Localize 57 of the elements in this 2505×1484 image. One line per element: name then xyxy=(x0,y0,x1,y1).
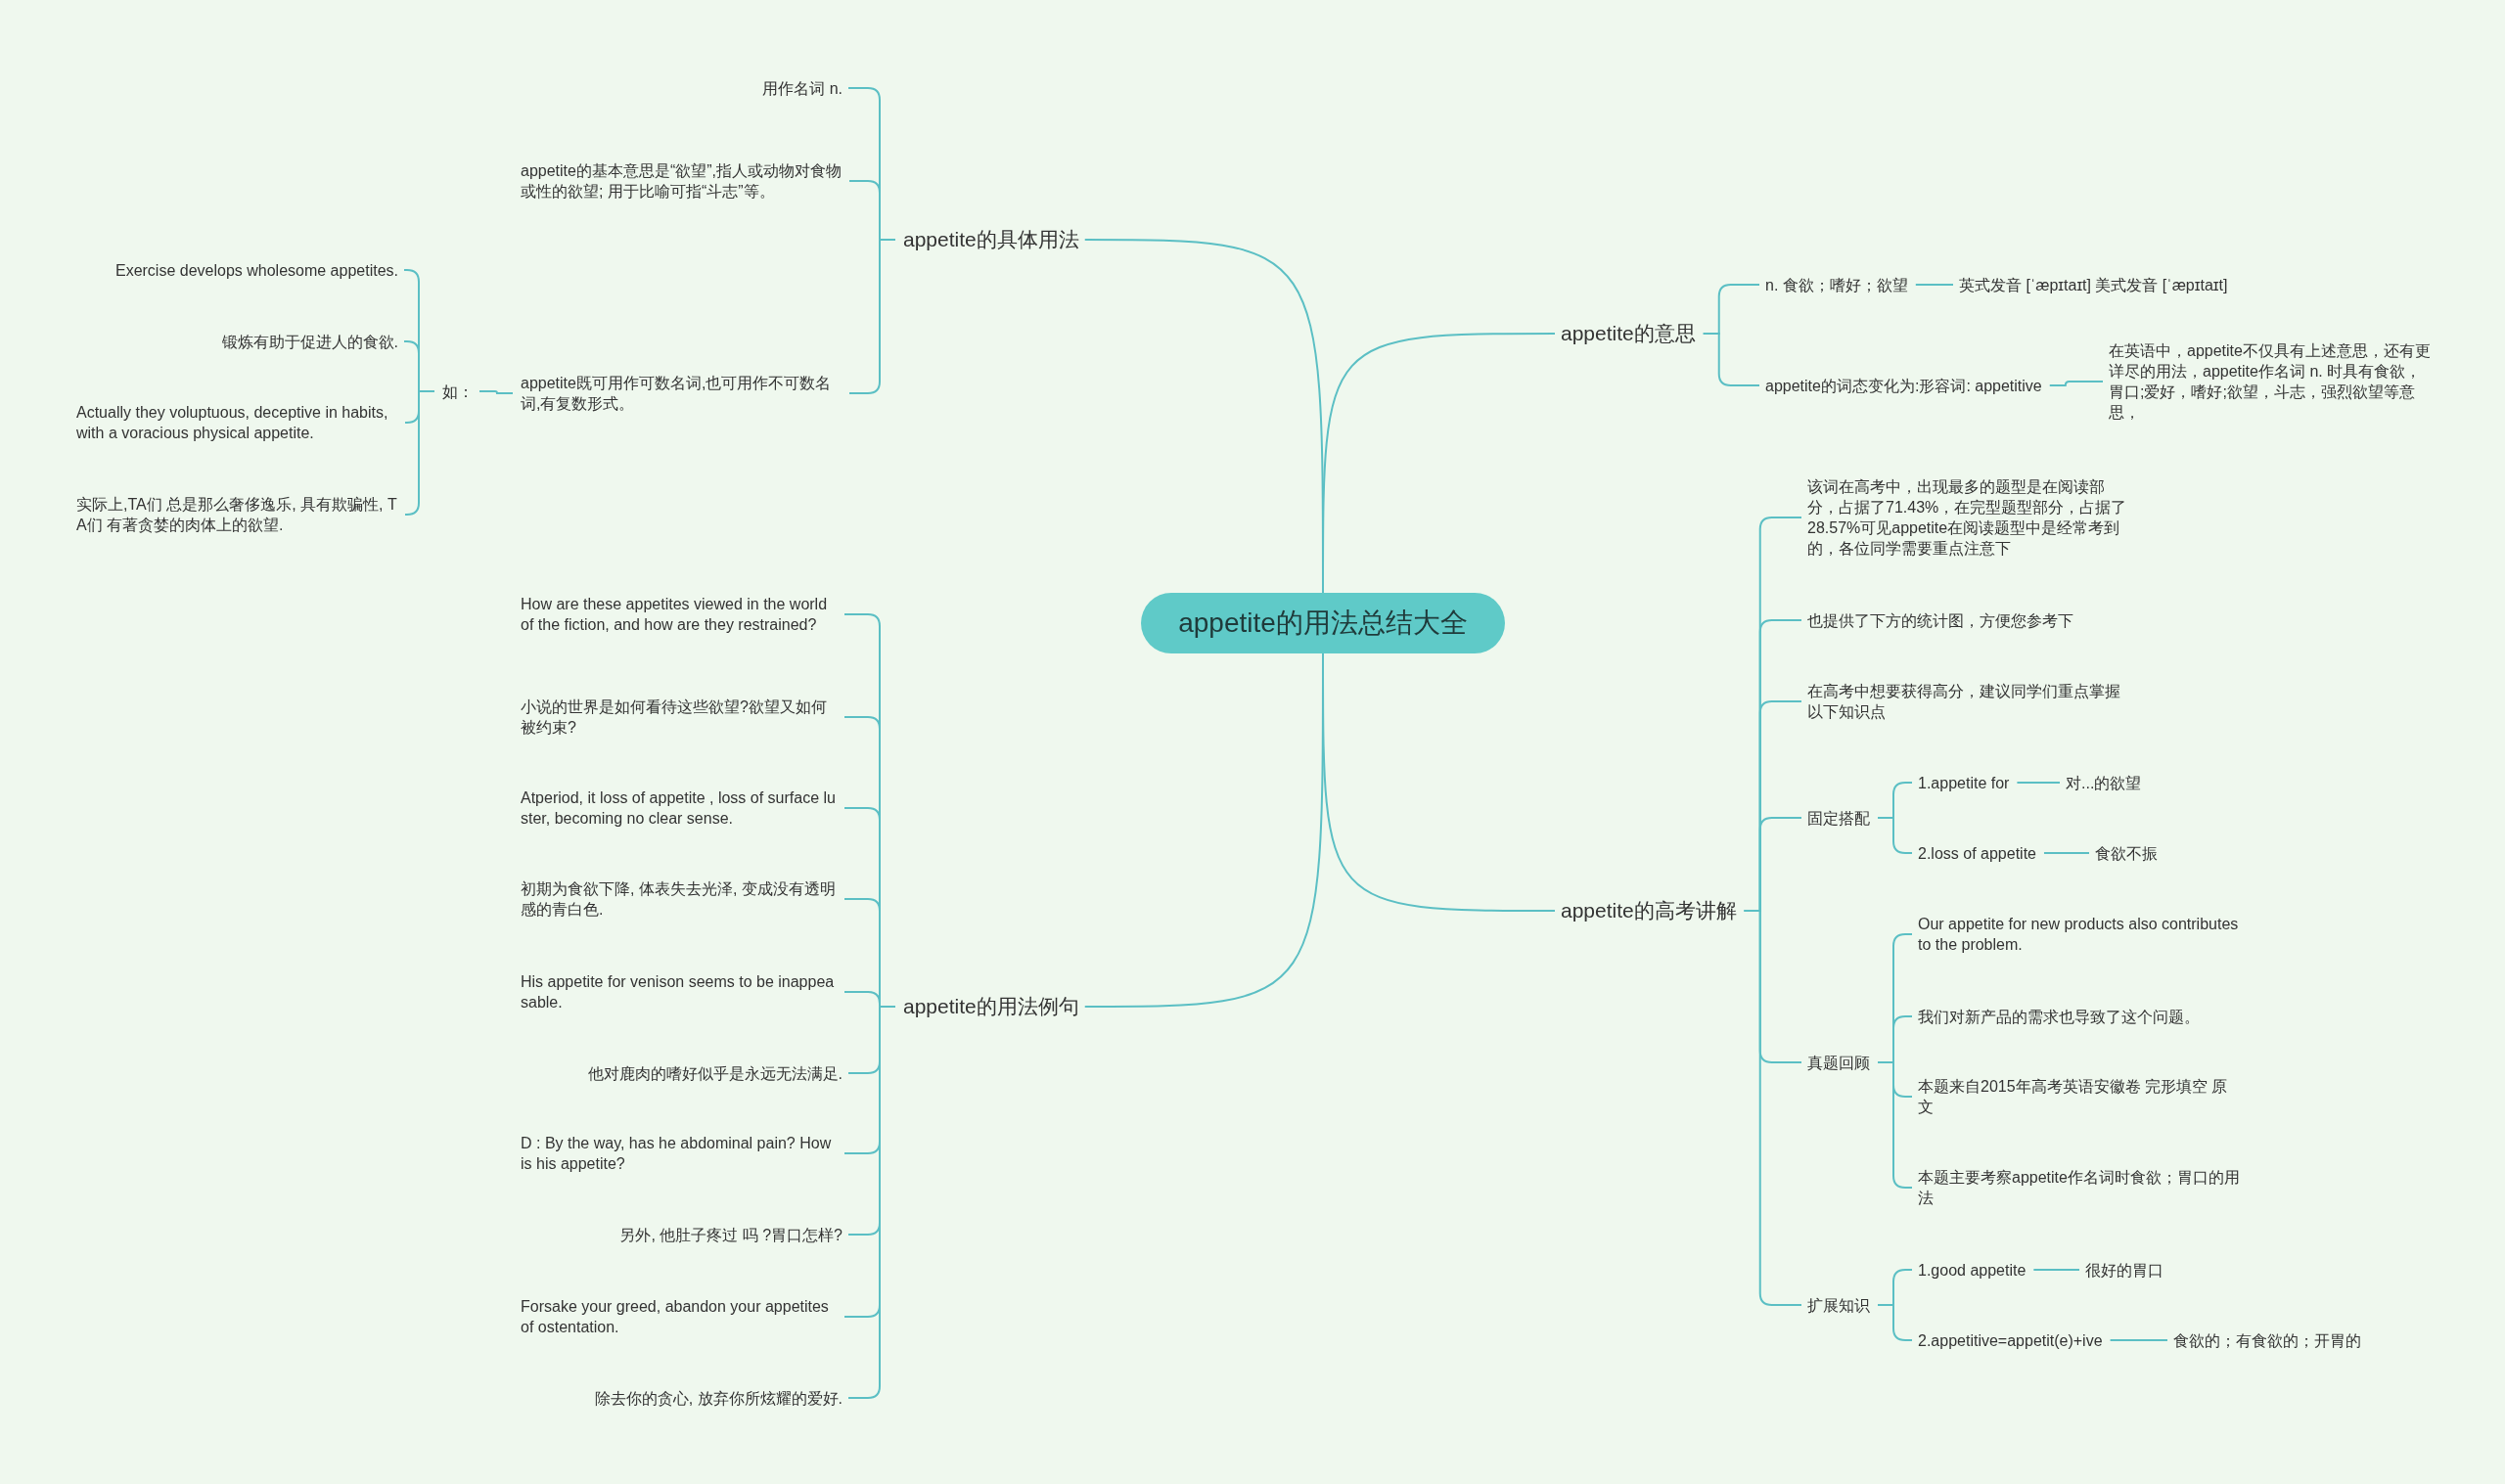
branch-topic: appetite的具体用法 xyxy=(903,227,1079,252)
topic-text: n. 食欲；嗜好；欲望 xyxy=(1765,274,1908,295)
connector-line xyxy=(1702,333,1760,386)
branch-topic: appetite的意思 xyxy=(1561,321,1696,346)
topic-text: 小说的世界是如何看待这些欲望?欲望又如何被约束? xyxy=(521,697,839,738)
topic-text: 本题主要考察appetite作名词时食欲；胃口的用法 xyxy=(1918,1167,2241,1208)
central-topic: appetite的用法总结大全 xyxy=(1141,593,1505,653)
connector-line xyxy=(2042,852,2090,854)
topic-text: 如： xyxy=(442,381,474,402)
topic-text: 1.appetite for xyxy=(1918,772,2010,793)
topic-text: appetite的基本意思是“欲望”,指人或动物对食物或性的欲望; 用于比喻可指“斗志”等。 xyxy=(521,160,843,202)
topic-text: 该词在高考中，出现最多的题型是在阅读部分，占据了71.43%，在完型题型部分，占据了28.57%可见appetite在阅读题型中是经常考到的，各位同学需要重点注意下 xyxy=(1807,476,2135,559)
topic-text: 食欲的；有食欲的；开胃的 xyxy=(2173,1329,2361,1351)
connector-line xyxy=(1877,817,1913,854)
topic-text: His appetite for venison seems to be inappeasable. xyxy=(521,971,839,1012)
topic-text: D : By the way, has he abdominal pain? How is his appetite? xyxy=(521,1133,839,1174)
topic-text: 用作名词 n. xyxy=(762,77,843,99)
branch-topic: appetite的高考讲解 xyxy=(1561,898,1737,923)
topic-text: 食欲不振 xyxy=(2095,842,2158,864)
topic-text: Forsake your greed, abandon your appetites of ostentation. xyxy=(521,1296,839,1337)
topic-text: Our appetite for new products also contributes to the problem. xyxy=(1918,914,2241,955)
topic-text: 我们对新产品的需求也导致了这个问题。 xyxy=(1918,1006,2200,1027)
topic-text: 2.loss of appetite xyxy=(1918,842,2036,864)
topic-text: 很好的胃口 xyxy=(2085,1259,2163,1281)
topic-text: appetite的词态变化为:形容词: appetitive xyxy=(1765,375,2042,396)
topic-text: 2.appetitive=appetit(e)+ive xyxy=(1918,1329,2103,1351)
topic-text: Actually they voluptuous, deceptive in habits, with a voracious physical appetite. xyxy=(76,402,399,443)
topic-text: 除去你的贪心, 放弃你所炫耀的爱好. xyxy=(594,1387,843,1409)
branch-topic: appetite的用法例句 xyxy=(903,994,1079,1019)
topic-text: 固定搭配 xyxy=(1807,807,1870,829)
topic-text: 英式发音 [ˈæpɪtaɪt] 美式发音 [ˈæpɪtaɪt] xyxy=(1959,274,2228,295)
connector-line xyxy=(1877,1304,1913,1341)
topic-text: 实际上,TA们 总是那么奢侈逸乐, 具有欺骗性, TA们 有著贪婪的肉体上的欲望. xyxy=(76,494,399,535)
topic-text: 本题来自2015年高考英语安徽卷 完形填空 原文 xyxy=(1918,1076,2241,1117)
connector-line xyxy=(2109,1339,2168,1341)
topic-text: appetite既可用作可数名词,也可用作不可数名词,有复数形式。 xyxy=(521,373,843,414)
topic-text: Exercise develops wholesome appetites. xyxy=(114,259,398,281)
topic-text: How are these appetites viewed in the world of the fiction, and how are they restrained? xyxy=(521,594,839,635)
topic-text: 在高考中想要获得高分，建议同学们重点掌握以下知识点 xyxy=(1807,681,2135,722)
topic-text: 扩展知识 xyxy=(1807,1294,1870,1316)
connector-line xyxy=(1914,284,1954,286)
topic-text: 真题回顾 xyxy=(1807,1052,1870,1073)
connector-line xyxy=(1743,910,1802,1306)
connector-line xyxy=(2016,782,2061,784)
connector-line xyxy=(478,390,514,394)
topic-text: 对...的欲望 xyxy=(2066,772,2142,793)
topic-text: 也提供了下方的统计图，方便您参考下 xyxy=(1807,609,2073,631)
topic-text: 初期为食欲下降, 体表失去光泽, 变成没有透明感的青白色. xyxy=(521,878,839,920)
topic-text: Atperiod, it loss of appetite , loss of surface luster, becoming no clear sense. xyxy=(521,787,839,829)
connector-line xyxy=(2048,381,2104,386)
topic-text: 1.good appetite xyxy=(1918,1259,2027,1281)
topic-text: 在英语中，appetite不仅具有上述意思，还有更详尽的用法，appetite作名词 n. 时具有食欲，胃口;爱好，嗜好;欲望，斗志，强烈欲望等意思， xyxy=(2109,340,2437,423)
topic-text: 锻炼有助于促进人的食欲. xyxy=(221,331,398,352)
connector-line xyxy=(404,390,435,516)
topic-text: 他对鹿肉的嗜好似乎是永远无法满足. xyxy=(587,1062,843,1084)
topic-text: 另外, 他肚子疼过 吗 ?胃口怎样? xyxy=(619,1224,843,1245)
connector-line xyxy=(2032,1269,2080,1271)
